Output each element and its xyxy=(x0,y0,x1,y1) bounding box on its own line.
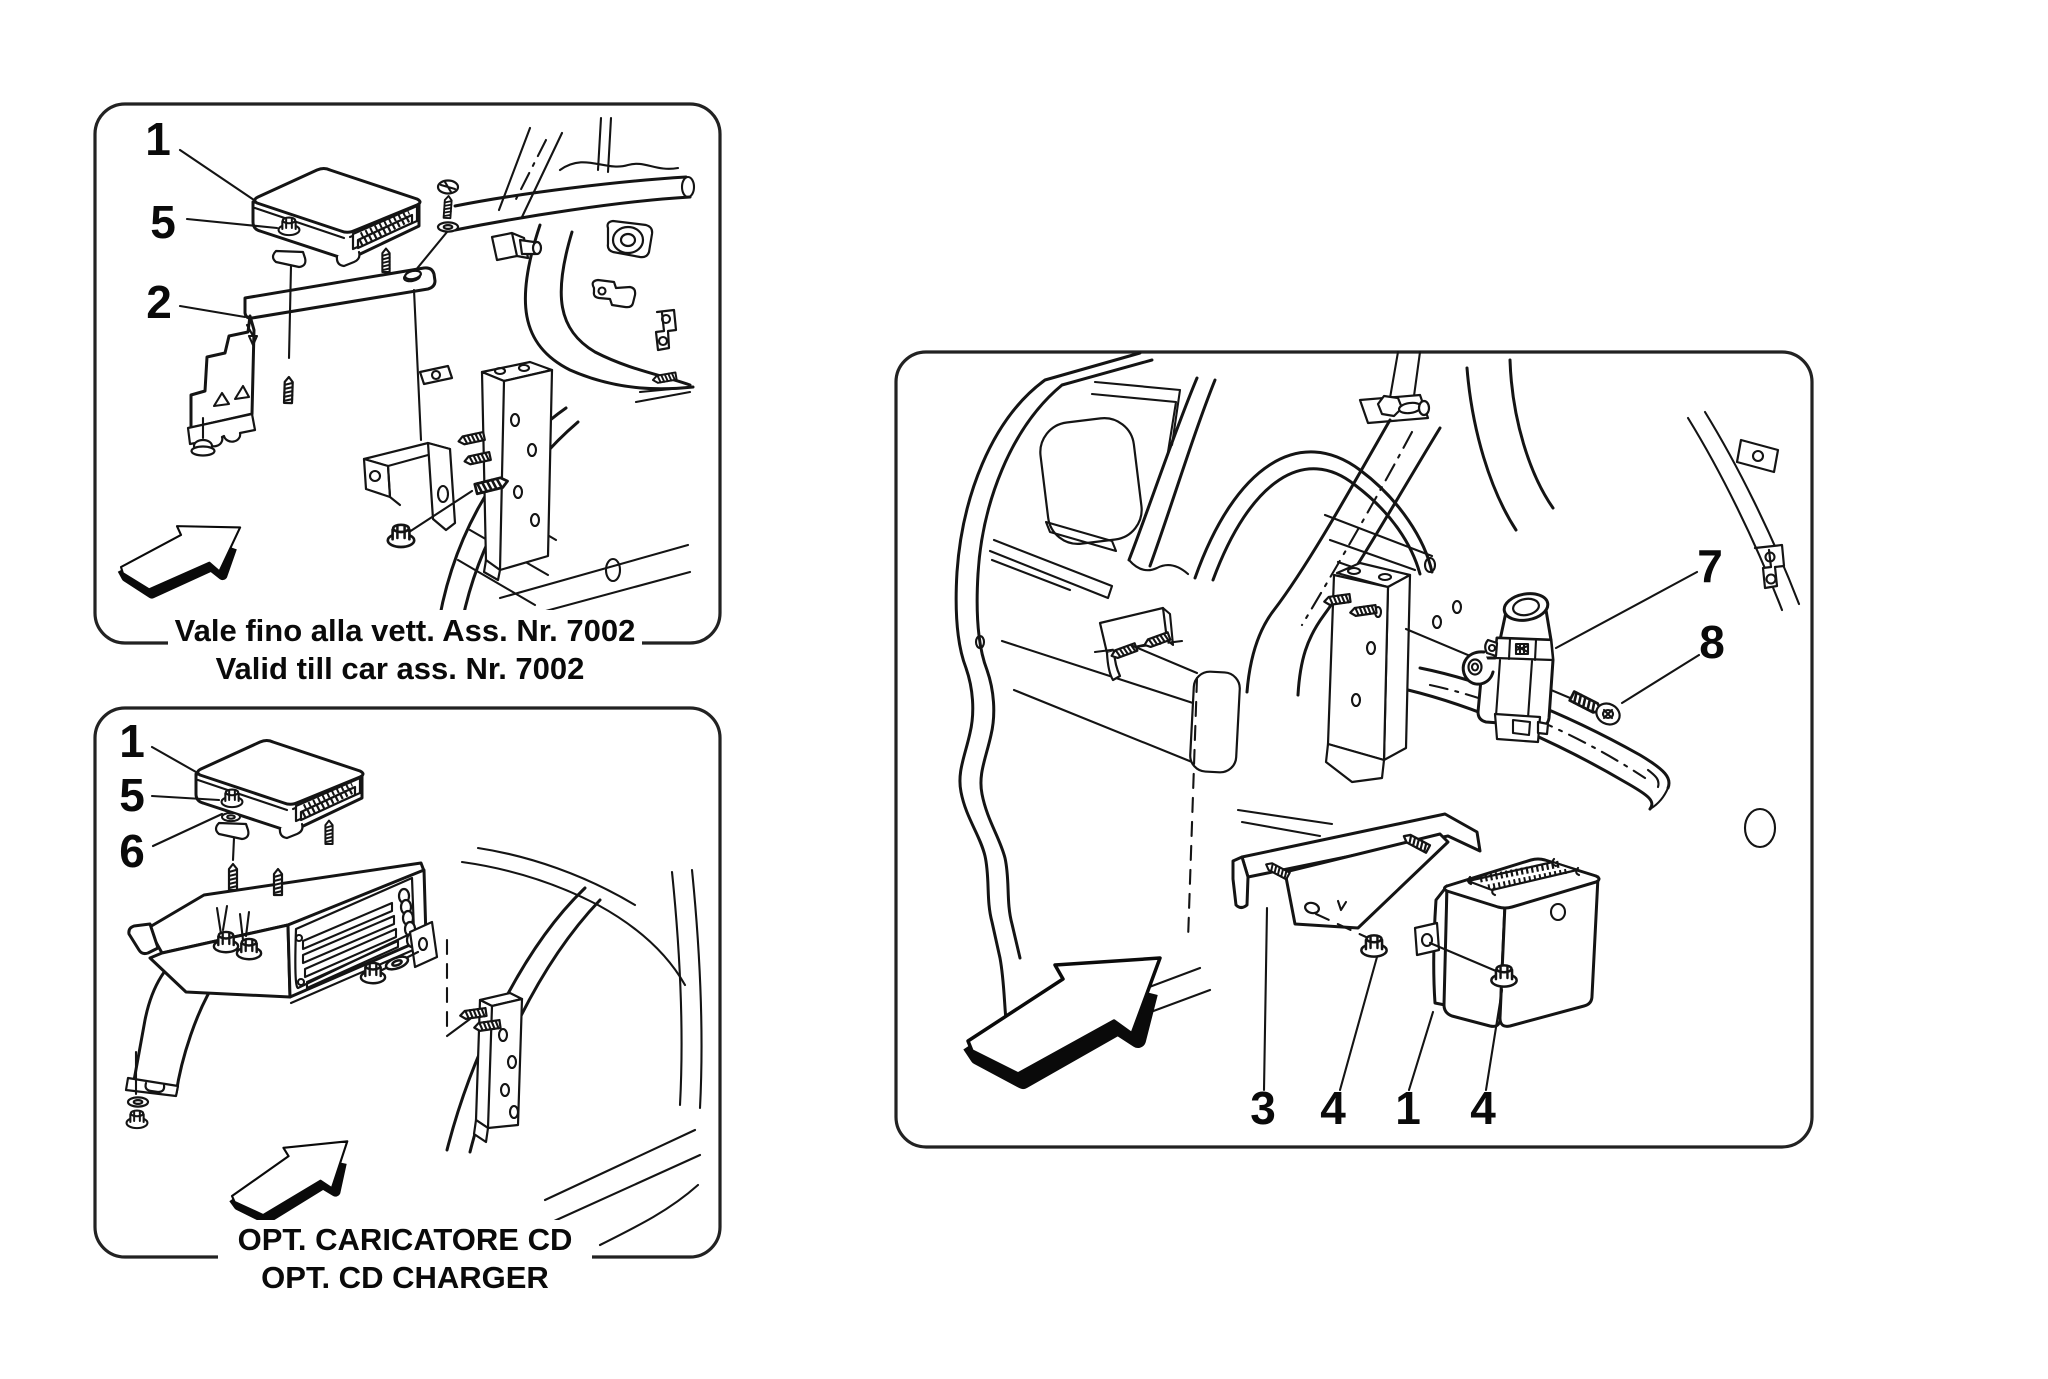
cd-charger-unit xyxy=(124,861,439,1130)
callouts-panel3: 7 8 3 4 1 4 xyxy=(1250,540,1725,1134)
ecu-part1 xyxy=(196,741,363,897)
callout-1: 1 xyxy=(145,113,171,165)
callout-1: 1 xyxy=(119,715,145,767)
callout-2: 2 xyxy=(146,276,172,328)
ecu-part1 xyxy=(1360,857,1601,1028)
caption-english: OPT. CD CHARGER xyxy=(261,1260,549,1295)
bracket-part2 xyxy=(186,247,437,457)
callouts-panel2: 1 5 6 xyxy=(119,715,224,877)
callout-6: 6 xyxy=(119,825,145,877)
callout-5: 5 xyxy=(119,769,145,821)
u-bracket-part3 xyxy=(1231,812,1482,939)
caption-english: Valid till car ass. Nr. 7002 xyxy=(216,651,585,686)
direction-arrow xyxy=(968,958,1160,1081)
angle-bracket xyxy=(362,288,511,549)
direction-arrow xyxy=(230,1141,350,1220)
callout-5: 5 xyxy=(150,196,176,248)
panel-cd-charger: 1 5 6 OPT. CARICATORE CD OPT. CD CHARGER xyxy=(93,706,722,1295)
ecu-part1 xyxy=(253,169,460,405)
callout-4b: 4 xyxy=(1470,1082,1496,1134)
caption-italian: OPT. CARICATORE CD xyxy=(238,1222,573,1257)
caption-italian: Vale fino alla vett. Ass. Nr. 7002 xyxy=(175,613,636,648)
callout-8: 8 xyxy=(1699,616,1725,668)
panel-border xyxy=(894,350,1814,1149)
callouts-panel1: 1 5 2 xyxy=(145,113,279,328)
callout-3: 3 xyxy=(1250,1082,1276,1134)
z-bracket xyxy=(1093,606,1199,942)
car-body-structure xyxy=(445,846,703,1247)
callout-1: 1 xyxy=(1395,1082,1421,1134)
mounting-plate xyxy=(1322,561,1412,784)
callout-7: 7 xyxy=(1697,540,1723,592)
panel-valid-till: 1 5 2 Vale fino alla vett. Ass. Nr. 7002… xyxy=(93,102,722,686)
screw-part8 xyxy=(1568,690,1621,726)
direction-arrow xyxy=(119,517,240,601)
valve-part7 xyxy=(1461,592,1555,744)
panel-main: 7 8 3 4 1 4 xyxy=(894,350,1814,1149)
callout-4a: 4 xyxy=(1320,1082,1346,1134)
